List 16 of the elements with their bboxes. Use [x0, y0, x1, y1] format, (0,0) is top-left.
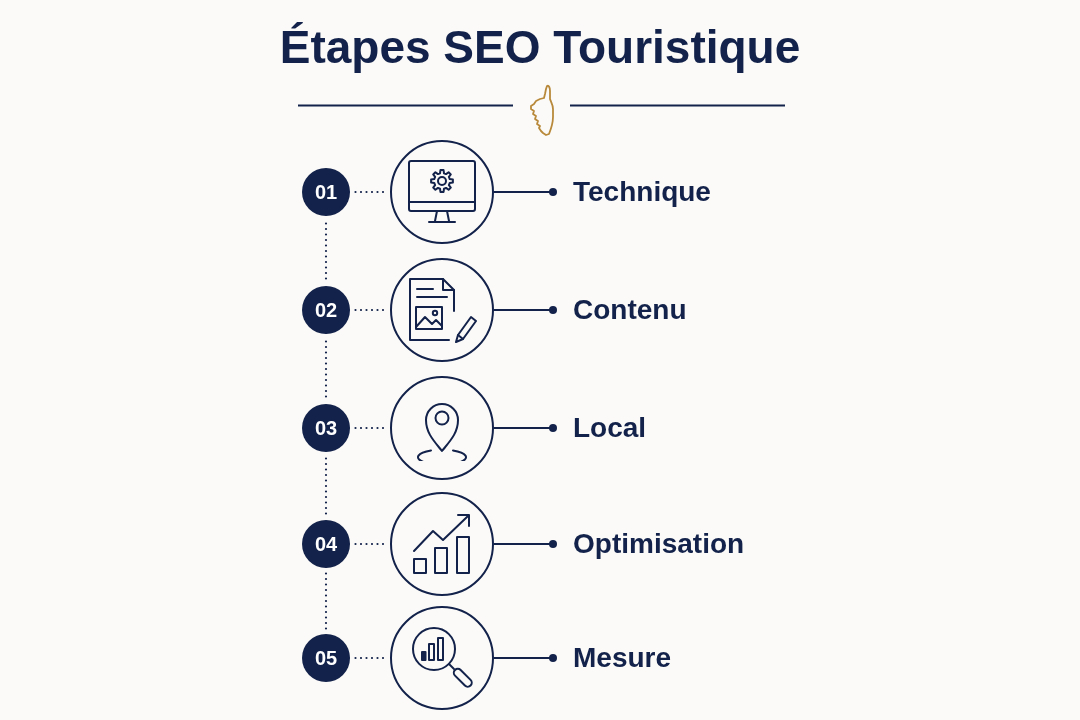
step-number-badge: 05 [302, 634, 350, 682]
connector-line [493, 540, 557, 548]
connector-line [493, 654, 557, 662]
step-label: Mesure [573, 641, 672, 675]
step-number-badge: 03 [302, 404, 350, 452]
step-label: Local [573, 411, 647, 445]
step-number-badge: 02 [302, 286, 350, 334]
connector-line [493, 424, 557, 432]
step-label: Technique [573, 175, 711, 209]
step-label: Optimisation [573, 527, 745, 561]
diagram-title: Étapes SEO Touristique [279, 20, 801, 74]
step-number-badge: 01 [302, 168, 350, 216]
step-label: Contenu [573, 293, 687, 327]
connector-line [493, 306, 557, 314]
connector-line [493, 188, 557, 196]
step-number-badge: 04 [302, 520, 350, 568]
